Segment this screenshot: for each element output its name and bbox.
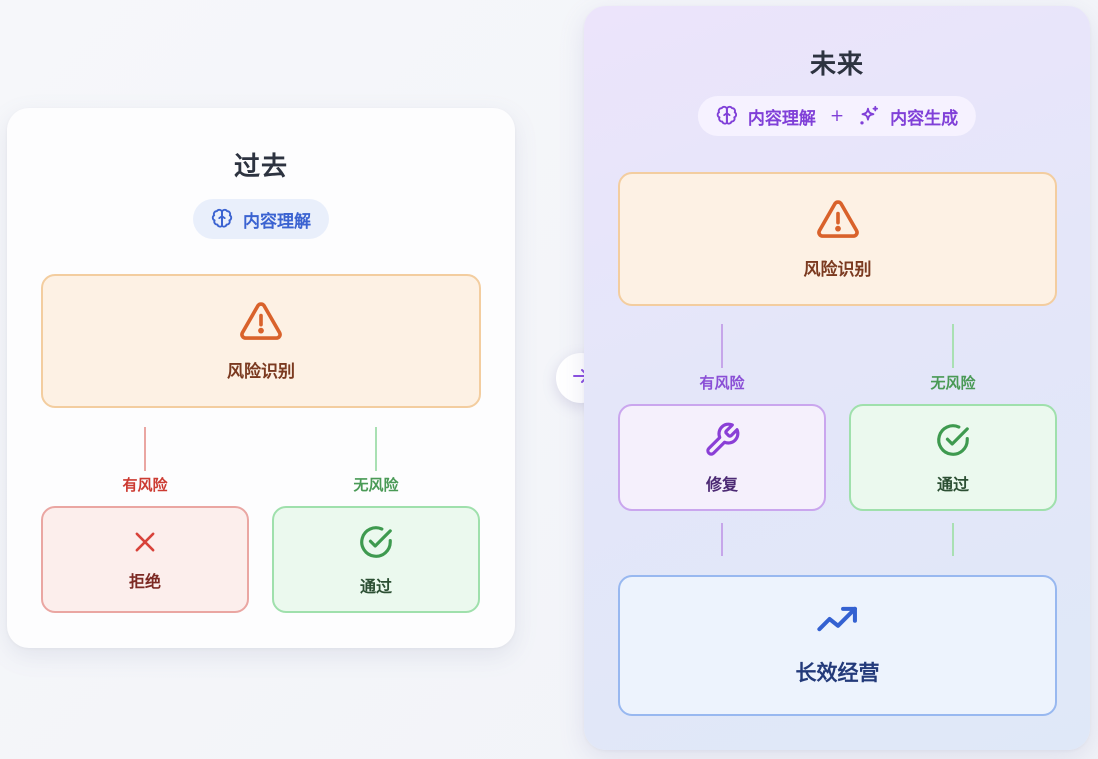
connector-line [721,523,723,556]
capability-label-generation: 内容生成 [890,108,959,129]
node-label: 通过 [359,576,392,596]
x-icon [131,528,159,560]
connector-line [144,427,146,471]
edge-label-has-risk: 有风险 [122,476,168,494]
past-capability-badge: 内容理解 [193,199,329,239]
capability-label-understanding: 内容理解 [747,108,816,129]
edge-label-no-risk: 无风险 [930,374,976,392]
connector-line [721,324,723,368]
future-capability-badge: 内容理解 + 内容生成 [697,96,977,136]
capability-label: 内容理解 [243,211,311,232]
node-label: 通过 [936,474,969,494]
connector-line [952,523,954,556]
future-title: 未来 [809,50,864,80]
future-pass-node: 通过 [849,404,1057,511]
check-circle-icon [357,523,395,565]
warning-triangle-icon [816,199,860,243]
node-label: 风险识别 [803,259,872,280]
edge-label-no-risk: 无风险 [353,476,399,494]
future-panel: 未来 内容理解 + 内容生成 风险识别 [584,6,1090,750]
node-label: 风险识别 [227,361,295,382]
node-label: 拒绝 [128,571,161,591]
brain-icon [211,208,233,230]
connector-line [375,427,377,471]
past-reject-node: 拒绝 [41,506,249,613]
trending-up-icon [816,605,860,637]
past-title: 过去 [233,152,288,182]
node-label: 修复 [705,474,738,494]
check-circle-icon [934,421,972,463]
node-label: 长效经营 [795,660,880,685]
past-panel: 过去 内容理解 风险识别 有风险 无风险 拒绝 [7,108,515,648]
sparkles-icon [858,105,880,127]
warning-triangle-icon [239,301,283,345]
brain-icon [716,105,738,127]
long-term-operation-node: 长效经营 [618,575,1057,716]
future-risk-identification-node: 风险识别 [618,172,1057,306]
wrench-icon [703,421,741,463]
past-risk-identification-node: 风险识别 [41,274,481,408]
connector-line [952,324,954,368]
past-pass-node: 通过 [272,506,480,613]
edge-label-has-risk: 有风险 [699,374,745,392]
future-fix-node: 修复 [618,404,826,511]
plus-joiner: + [829,106,845,126]
